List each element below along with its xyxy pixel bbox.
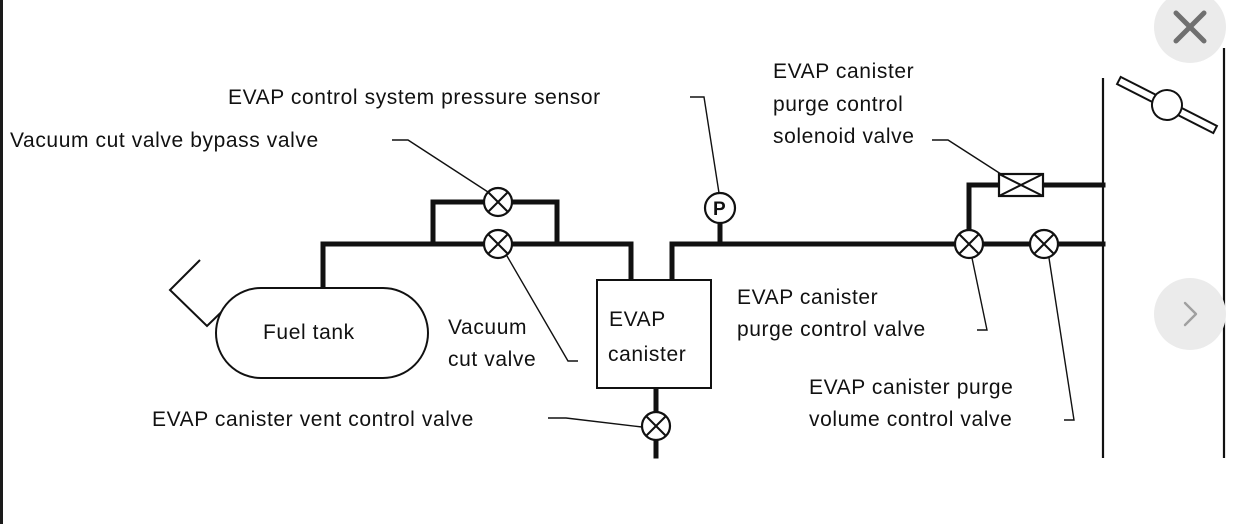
close-icon xyxy=(1173,10,1207,44)
viewer-left-edge xyxy=(0,0,3,524)
next-image-button[interactable] xyxy=(1154,278,1226,350)
throttle-valve xyxy=(1115,75,1219,135)
label-volume-valve-line2: volume control valve xyxy=(809,408,1012,431)
label-bypass-valve: Vacuum cut valve bypass valve xyxy=(10,129,319,152)
canister-body xyxy=(596,279,712,389)
fuel-tank-label: Fuel tank xyxy=(263,321,355,344)
fuel-tank-body xyxy=(215,287,429,379)
solenoid-valve-icon xyxy=(997,172,1045,198)
evap-canister: EVAP canister xyxy=(596,279,712,389)
close-button[interactable] xyxy=(1154,0,1226,63)
label-pressure-sensor: EVAP control system pressure sensor xyxy=(228,86,601,109)
vacuum-cut-valve-icon xyxy=(482,228,514,260)
leader-lines xyxy=(392,96,1075,428)
pipe-solenoid-branch xyxy=(966,182,1106,247)
pipe-tank-to-canister xyxy=(320,241,634,290)
vent-control-valve-icon xyxy=(640,410,672,442)
pressure-sensor-symbol: P xyxy=(713,199,726,220)
label-vacuum-cut-line2: cut valve xyxy=(448,348,536,371)
intake-manifold xyxy=(1101,48,1226,458)
label-solenoid-line2: purge control xyxy=(773,93,903,116)
label-volume-valve-line1: EVAP canister purge xyxy=(809,376,1013,399)
bypass-valve-icon xyxy=(482,186,514,218)
canister-label-line2: canister xyxy=(608,343,686,366)
pressure-sensor-icon: P xyxy=(703,191,737,225)
label-purge-valve-line2: purge control valve xyxy=(737,318,926,341)
purge-control-valve-icon xyxy=(953,228,985,260)
label-solenoid-line3: solenoid valve xyxy=(773,125,915,148)
label-purge-valve-line1: EVAP canister xyxy=(737,286,878,309)
canister-label-line1: EVAP xyxy=(609,308,666,331)
label-vent-valve: EVAP canister vent control valve xyxy=(152,408,474,431)
label-vacuum-cut-line1: Vacuum xyxy=(448,316,527,339)
fuel-tank: Fuel tank xyxy=(168,259,429,379)
purge-volume-valve-icon xyxy=(1028,228,1060,260)
label-solenoid-line1: EVAP canister xyxy=(773,60,914,83)
chevron-right-icon xyxy=(1183,301,1198,327)
labels: EVAP control system pressure sensor Vacu… xyxy=(10,60,1013,431)
